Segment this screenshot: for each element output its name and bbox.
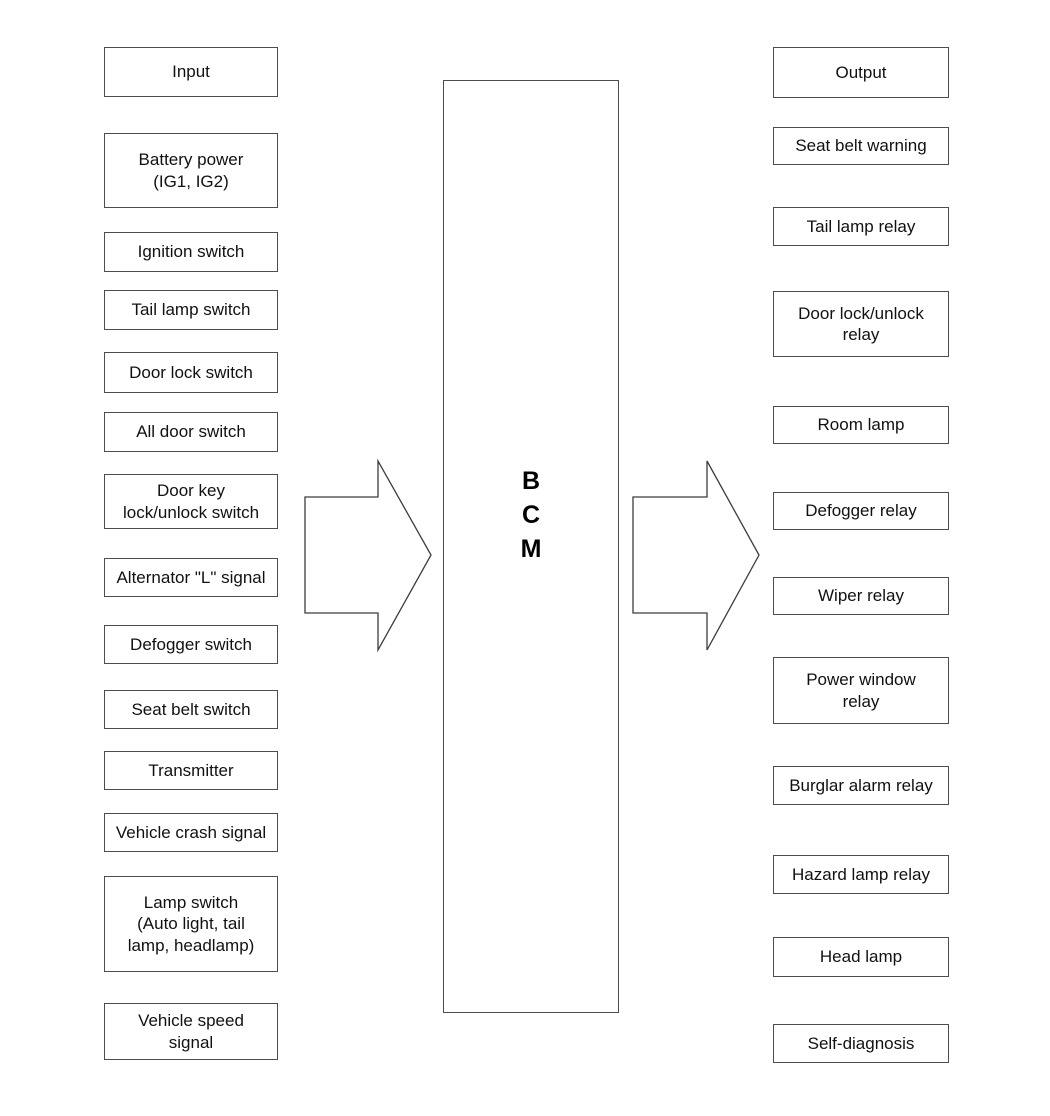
bcm-module-label: B C M [520,467,542,563]
output-box-room-lamp: Room lamp [773,406,949,444]
output-box-tail-lamp-relay: Tail lamp relay [773,207,949,246]
output-box-defogger-relay: Defogger relay [773,492,949,530]
input-box-door-key-lock-unlock: Door key lock/unlock switch [104,474,278,529]
output-box-burglar-alarm-relay: Burglar alarm relay [773,766,949,805]
input-box-vehicle-speed-signal: Vehicle speed signal [104,1003,278,1060]
input-box-all-door-switch: All door switch [104,412,278,452]
output-box-self-diagnosis: Self-diagnosis [773,1024,949,1063]
input-box-door-lock-switch: Door lock switch [104,352,278,393]
output-box-seat-belt-warning: Seat belt warning [773,127,949,165]
input-box-ignition-switch: Ignition switch [104,232,278,272]
input-box-lamp-switch: Lamp switch (Auto light, tail lamp, head… [104,876,278,972]
output-box-wiper-relay: Wiper relay [773,577,949,615]
input-box-alternator-l-signal: Alternator "L" signal [104,558,278,597]
input-box-transmitter: Transmitter [104,751,278,790]
input-box-tail-lamp-switch: Tail lamp switch [104,290,278,330]
input-header-box: Input [104,47,278,97]
output-box-door-lock-unlock-relay: Door lock/unlock relay [773,291,949,357]
output-box-hazard-lamp-relay: Hazard lamp relay [773,855,949,894]
bcm-module-box: B C M [443,80,619,1013]
input-box-seat-belt-switch: Seat belt switch [104,690,278,729]
input-box-vehicle-crash-signal: Vehicle crash signal [104,813,278,852]
input-box-battery-power: Battery power (IG1, IG2) [104,133,278,208]
input-to-bcm-arrow-icon [304,458,432,653]
input-box-defogger-switch: Defogger switch [104,625,278,664]
output-box-head-lamp: Head lamp [773,937,949,977]
output-box-power-window-relay: Power window relay [773,657,949,724]
bcm-to-output-arrow-icon [632,460,760,651]
output-header-box: Output [773,47,949,98]
